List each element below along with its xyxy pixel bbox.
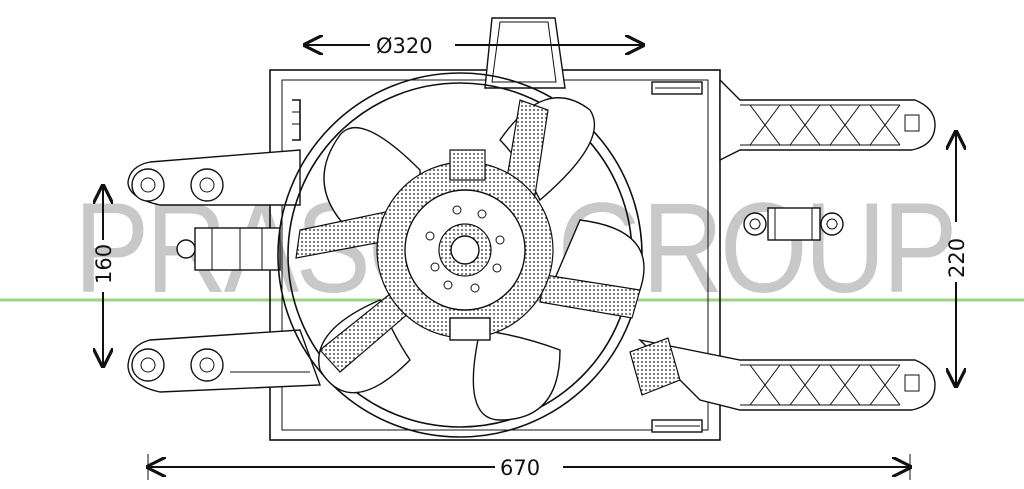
dimension-right-height: 220 — [945, 132, 969, 386]
motor-housing — [376, 149, 554, 341]
motor-connector-left — [176, 227, 281, 271]
dimension-left-height: 160 — [92, 186, 116, 366]
left-height-label: 160 — [92, 244, 116, 284]
label-plate — [629, 337, 681, 396]
right-mount-arm-bottom — [637, 338, 936, 411]
diameter-label: Ø320 — [376, 34, 433, 58]
dimension-diameter: Ø320 — [305, 34, 643, 58]
right-height-label: 220 — [945, 238, 969, 278]
right-mount-arm-top — [719, 78, 936, 162]
left-mount-bracket-top — [127, 149, 301, 206]
left-mount-bracket-bottom — [127, 329, 321, 393]
dimension-width: 670 — [148, 454, 910, 480]
width-label: 670 — [500, 456, 540, 480]
top-connector — [484, 17, 566, 89]
right-clip-component — [743, 207, 844, 241]
motor-struts — [295, 99, 641, 373]
